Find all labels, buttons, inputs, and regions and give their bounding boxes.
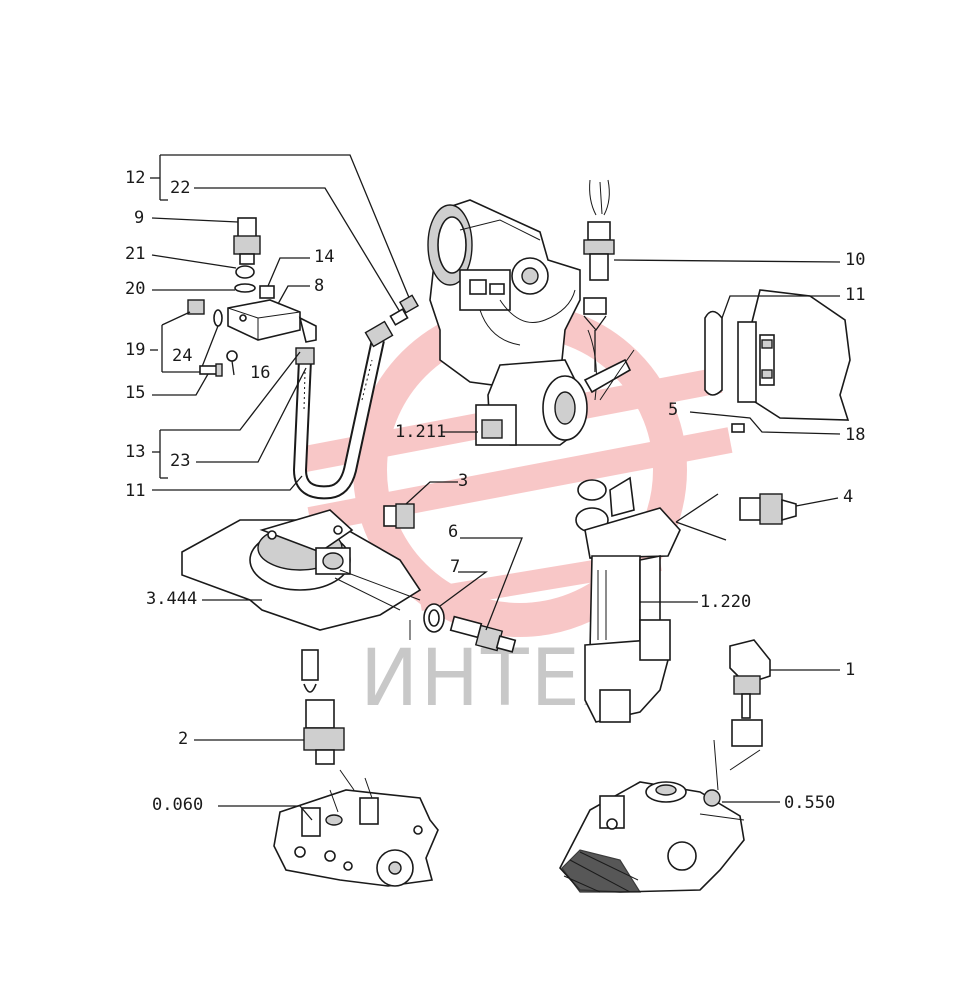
- pump-assembly-1-211: [427, 199, 597, 446]
- callout-22: 22: [170, 178, 190, 198]
- callout-1-220: 1.220: [700, 592, 751, 612]
- callout-16: 16: [250, 363, 270, 383]
- callout-24: 24: [172, 346, 192, 366]
- callout-20: 20: [125, 279, 145, 299]
- callout-3-444: 3.444: [146, 589, 197, 609]
- callout-8: 8: [314, 276, 324, 296]
- bracket-plate-11: [689, 289, 851, 435]
- callout-5: 5: [668, 400, 678, 420]
- callout-15: 15: [125, 383, 145, 403]
- callout-3: 3: [458, 471, 468, 491]
- callout-2: 2: [178, 729, 188, 749]
- engine-block-0-550: [559, 739, 780, 893]
- sensor-1: [729, 639, 840, 747]
- block-8: [227, 285, 317, 343]
- callout-11-right: 11: [845, 285, 865, 305]
- sensor-6: [449, 537, 523, 653]
- bracket-13: [152, 351, 307, 479]
- callout-12: 12: [125, 168, 145, 188]
- ring-20: [152, 283, 256, 293]
- callout-6: 6: [448, 522, 458, 542]
- pressure-switch-9: [151, 217, 261, 265]
- sensor-10: [583, 179, 841, 372]
- washer-21: [151, 254, 255, 279]
- sensor-4: [739, 493, 839, 525]
- callout-14: 14: [314, 247, 334, 267]
- fitting-3: [383, 481, 458, 529]
- callout-23: 23: [170, 451, 190, 471]
- callout-4: 4: [843, 487, 853, 507]
- callout-0-550: 0.550: [784, 793, 835, 813]
- ring-7: [423, 571, 488, 633]
- bracket-12: [150, 154, 411, 313]
- callout-10: 10: [845, 250, 865, 270]
- callout-21: 21: [125, 244, 145, 264]
- callout-7: 7: [450, 557, 460, 577]
- fitting-19: [150, 299, 223, 373]
- sensor-2: [194, 649, 345, 765]
- tube-connector: [583, 349, 635, 401]
- callout-1-211: 1.211: [395, 422, 446, 442]
- bolt-14: [259, 257, 310, 299]
- callout-9: 9: [134, 208, 144, 228]
- callout-18: 18: [845, 425, 865, 445]
- callout-1: 1: [845, 660, 855, 680]
- callout-13: 13: [125, 442, 145, 462]
- callout-0-060: 0.060: [152, 795, 203, 815]
- cylinder-head-0-060: [218, 769, 439, 887]
- plate-3-444: [181, 509, 422, 640]
- hose-11: [152, 294, 420, 500]
- washer-16: [226, 350, 238, 376]
- callout-19: 19: [125, 340, 145, 360]
- callout-11-left: 11: [125, 481, 145, 501]
- bolt-15: [152, 363, 223, 396]
- housing-1-220: [575, 476, 727, 723]
